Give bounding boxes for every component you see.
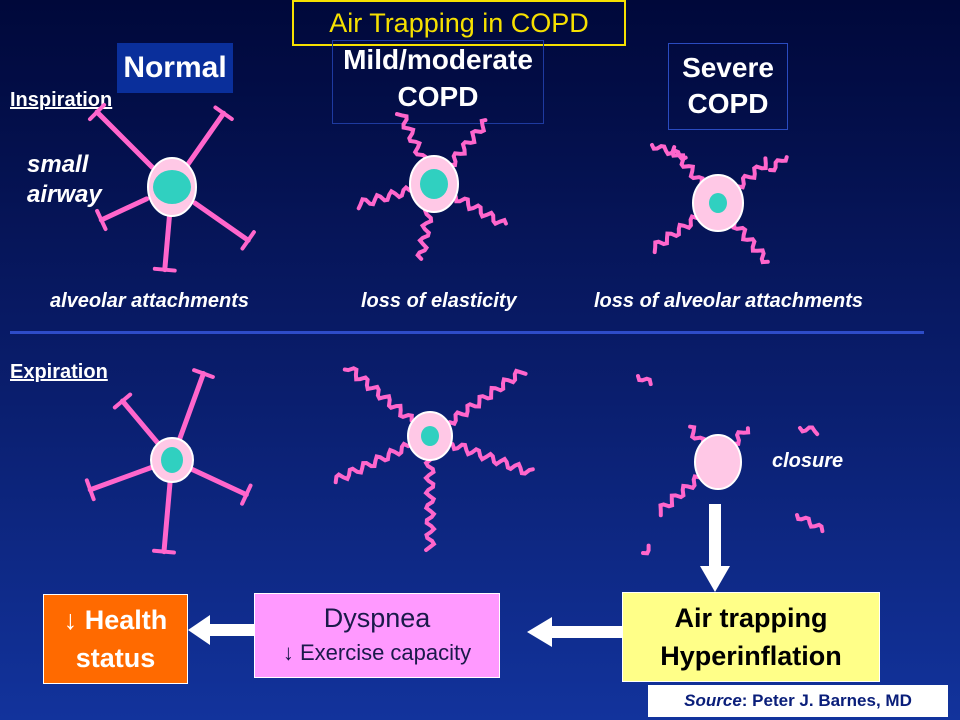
exp-normal-attachment-4 [161,479,173,555]
exp-normal-attachment-3-tip [240,483,253,506]
exp-severe-attachment-0 [688,424,706,446]
source-credit: Source: Peter J. Barnes, MD [648,685,948,717]
source-text: : Peter J. Barnes, MD [741,691,912,710]
health-line2: status [75,643,156,673]
exp-severe-fragment-4 [641,543,651,556]
dyspnea-line2: ↓ Exercise capacity [282,640,472,665]
caption-loss-of-elasticity: loss of elasticity [361,290,517,312]
insp-mild-attachment-4 [415,206,434,261]
header-severe-line2: COPD [687,88,769,119]
dyspnea-box: Dyspnea ↓ Exercise capacity [254,593,500,678]
exp-normal-airway-lumen [161,447,183,473]
insp-mild-airway-lumen [420,169,448,199]
exp-normal-attachment-2 [87,465,154,493]
row-divider [10,331,924,334]
exp-mild-attachment-4 [423,458,437,552]
exp-normal-attachment-2-tip [84,478,96,502]
header-mild-moderate-copd: Mild/moderate COPD [332,40,544,124]
exp-mild-attachment-3 [450,442,535,476]
exp-normal-attachment-1-tip [112,392,133,410]
row-label-inspiration: Inspiration [10,89,113,111]
insp-normal-attachment-1 [94,109,155,170]
exp-normal-attachment-0 [177,371,206,442]
exp-severe-fragment-1 [636,374,653,387]
small-airway-line2: airway [27,181,102,208]
air-trapping-box: Air trapping Hyperinflation [622,592,880,682]
header-mild-line2: COPD [397,81,479,112]
exp-mild-attachment-1 [447,368,528,427]
arrow-left-shaft-1 [550,626,622,638]
health-line1: ↓ Health [63,605,168,635]
airway-figures [84,102,825,556]
insp-normal-attachment-2 [98,196,150,223]
header-mild-line1: Mild/moderate [343,44,533,75]
header-severe-line1: Severe [682,52,774,83]
exp-normal-attachment-3 [189,466,249,498]
exp-mild-airway-lumen [421,426,439,446]
insp-mild-attachment-1 [448,118,488,168]
exp-normal-attachment-4-tip [152,548,176,555]
insp-normal-attachment-3-tip [240,230,256,251]
small-airway-line1: small [27,151,89,178]
insp-normal-attachment-0-tip [213,105,234,122]
row-label-expiration: Expiration [10,361,108,383]
insp-mild-attachment-0 [395,112,429,164]
insp-severe-airway-lumen [709,193,727,213]
caption-closure: closure [772,450,844,472]
insp-normal-attachment-3 [192,200,251,243]
caption-alveolar-attachments: alveolar attachments [50,290,249,312]
header-normal: Normal [117,43,233,93]
header-severe-copd: Severe COPD [668,43,788,130]
air-line1: Air trapping [674,603,828,633]
health-status-box: ↓ Health status [43,594,188,684]
source-label: Source [684,691,742,710]
exp-normal-attachment-0-tip [192,368,215,379]
slide-title: Air Trapping in COPD [292,0,626,46]
insp-normal-attachment-4 [162,212,173,273]
insp-severe-attachment-1 [735,156,768,190]
flow-arrows [188,504,730,647]
insp-mild-attachment-3 [453,194,508,227]
arrow-down-shaft [709,504,721,568]
exp-normal-attachment-1 [120,398,161,446]
insp-normal-attachment-1-tip [87,102,107,122]
insp-severe-fragment-2 [768,155,789,173]
insp-severe-attachment-3 [731,220,770,265]
arrow-down-head [700,566,730,592]
arrow-left-head-1 [527,617,552,647]
exp-severe-airway-wall [694,434,742,490]
exp-mild-attachment-2 [333,441,411,485]
insp-normal-attachment-0 [185,110,227,167]
insp-severe-attachment-0 [670,145,705,186]
small-airway-label: small airway [27,150,102,210]
insp-normal-attachment-4-tip [152,266,177,273]
insp-severe-fragment-1 [650,143,688,162]
dyspnea-line1: Dyspnea [323,603,431,633]
insp-normal-attachment-2-tip [95,208,108,232]
exp-severe-fragment-3 [795,513,825,534]
insp-normal-airway-lumen [153,170,191,204]
caption-loss-of-alveolar-attachments: loss of alveolar attachments [594,290,863,312]
exp-mild-attachment-0 [342,366,414,423]
air-line2: Hyperinflation [660,641,842,671]
exp-severe-attachment-2 [658,474,702,518]
insp-severe-attachment-2 [652,214,699,255]
insp-mild-attachment-2 [356,184,412,211]
exp-severe-fragment-2 [798,425,820,437]
arrow-left-head-2 [188,615,210,645]
exp-severe-attachment-1 [731,426,751,446]
arrow-left-shaft-2 [207,624,254,636]
